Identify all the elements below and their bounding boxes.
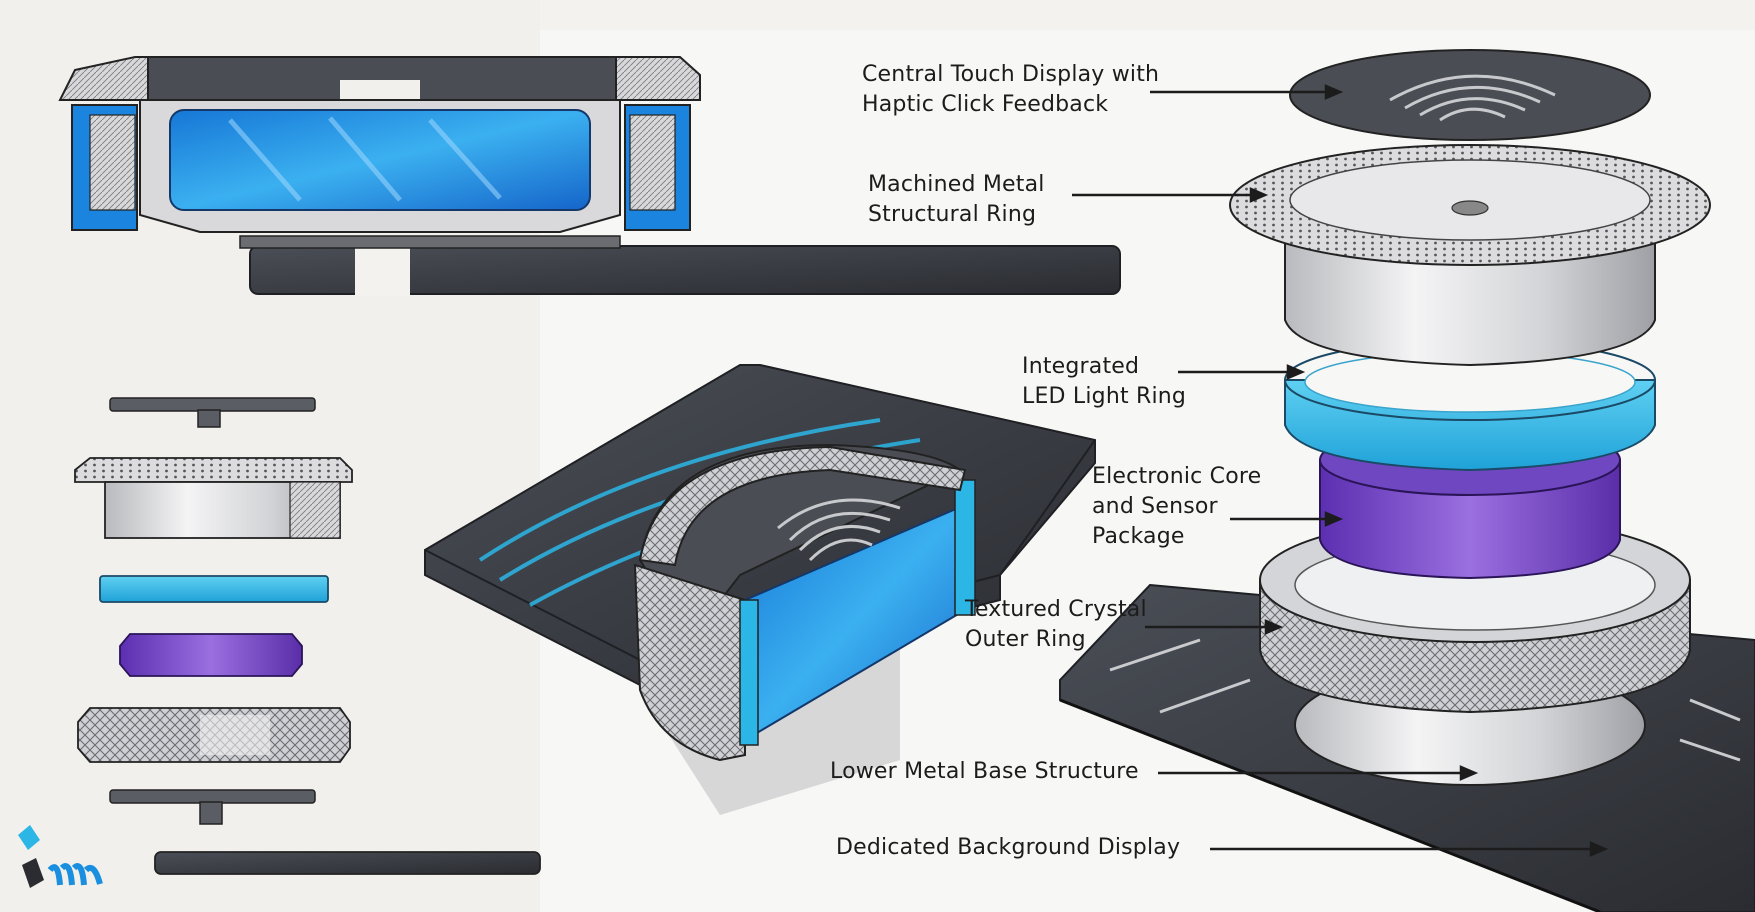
label-led-ring: Integrated LED Light Ring <box>1022 354 1187 409</box>
leader-arrows <box>1072 84 1609 857</box>
label-lower-base: Lower Metal Base Structure <box>830 759 1139 784</box>
label-crystal-ring: Textured Crystal Outer Ring <box>965 597 1147 652</box>
label-metal-ring: Machined Metal Structural Ring <box>868 172 1045 227</box>
exploded-perspective-view <box>1059 49 1755 912</box>
cutaway-perspective-view <box>424 364 1096 815</box>
exploded-stack-side-view <box>74 397 541 875</box>
label-touch-display: Central Touch Display with Haptic Click … <box>862 62 1160 117</box>
marker-swatches <box>18 825 103 888</box>
cross-section-view <box>58 56 1121 296</box>
label-background-display: Dedicated Background Display <box>836 835 1181 860</box>
label-electronic-core: Electronic Core and Sensor Package <box>1092 464 1262 549</box>
